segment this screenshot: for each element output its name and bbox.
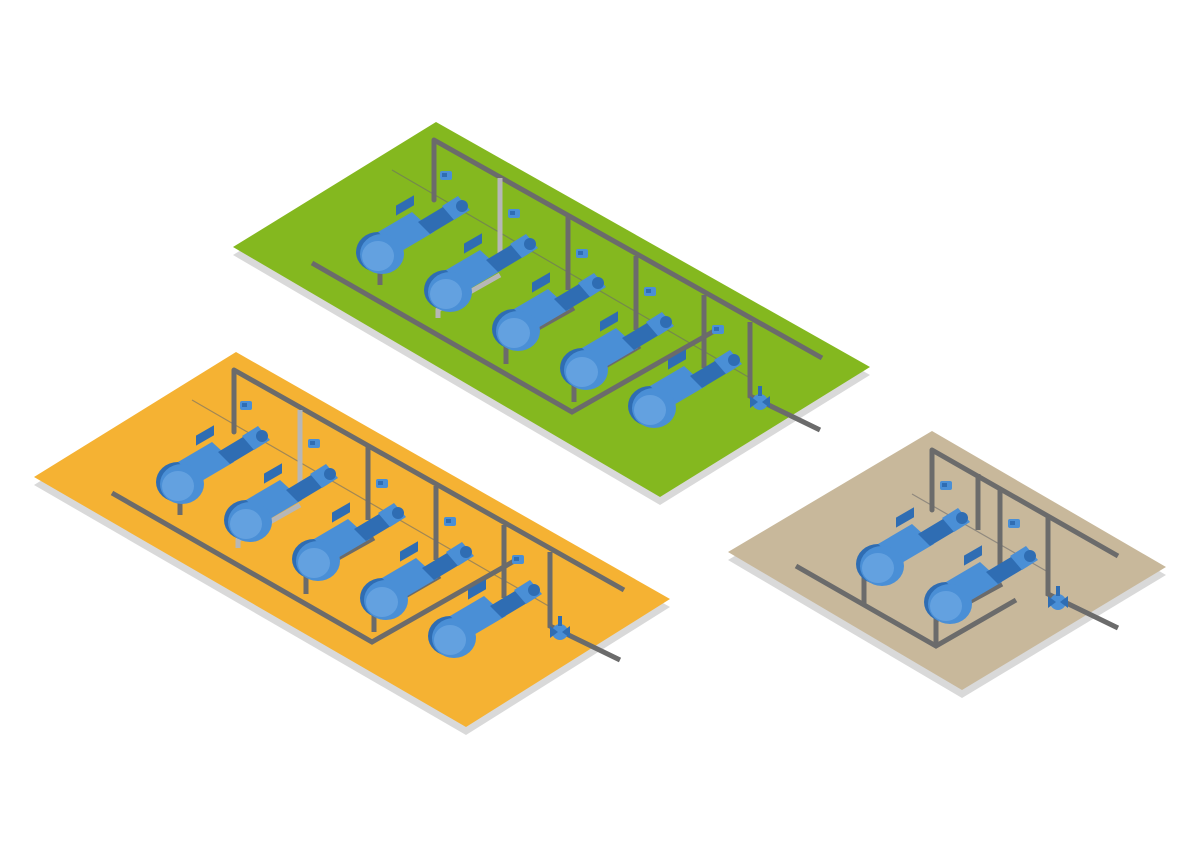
sensor-icon	[508, 209, 520, 218]
platform-orange	[34, 352, 670, 735]
sensor-icon	[440, 171, 452, 180]
sensor-icon	[644, 287, 656, 296]
sensor-icon	[940, 481, 952, 490]
platform-green	[233, 122, 870, 505]
sensor-icon	[308, 439, 320, 448]
platform-tan	[728, 431, 1166, 698]
sensor-icon	[444, 517, 456, 526]
sensor-icon	[240, 401, 252, 410]
sensor-icon	[1008, 519, 1020, 528]
sensor-icon	[376, 479, 388, 488]
sensor-icon	[512, 555, 524, 564]
sensor-icon	[712, 325, 724, 334]
sensor-icon	[576, 249, 588, 258]
